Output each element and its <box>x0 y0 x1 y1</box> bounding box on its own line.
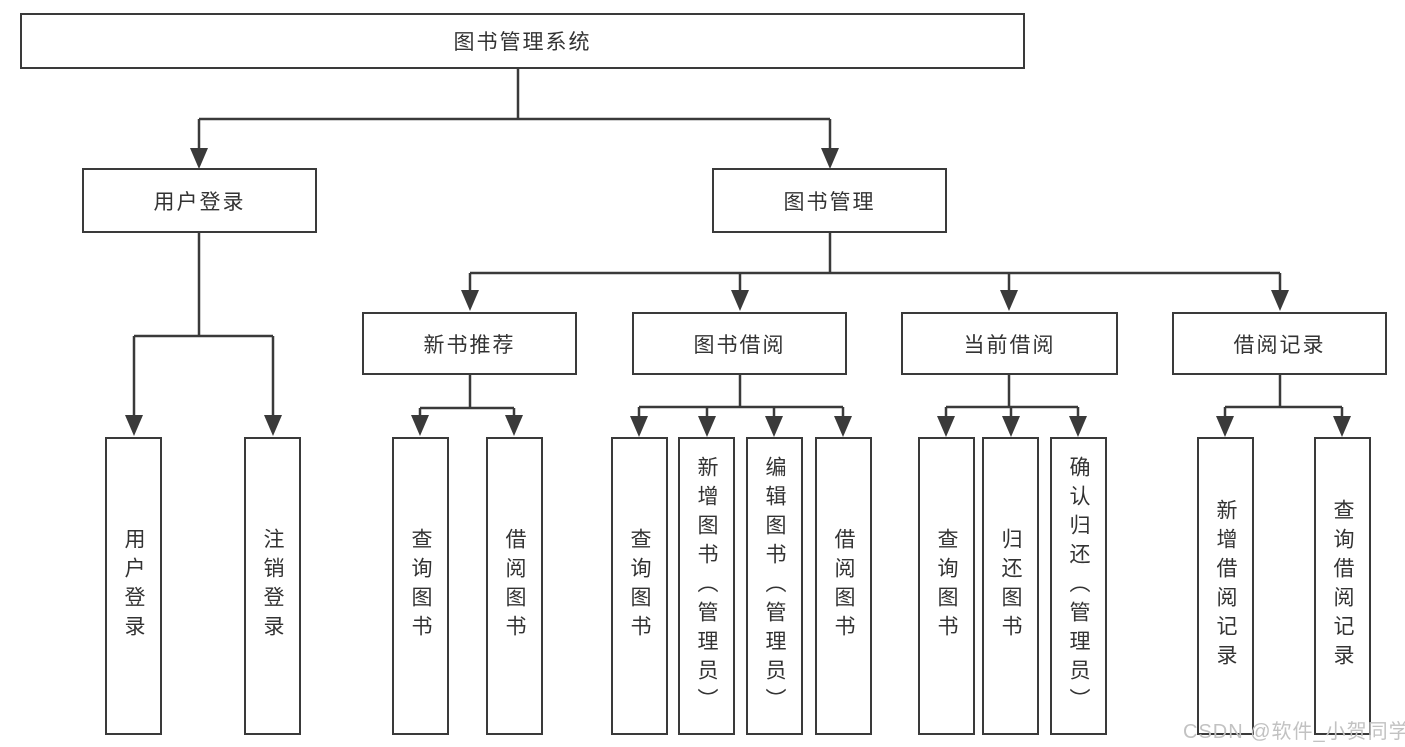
arrowhead <box>125 415 143 436</box>
csdn-watermark: CSDN @软件_小贺同学 <box>1183 721 1405 743</box>
leaf-user-login: 用户登录 <box>105 437 162 735</box>
arrowhead <box>190 148 208 169</box>
leaf-add-borrow-record-label: 新增借阅记录 <box>1214 499 1237 673</box>
arrowhead <box>264 415 282 436</box>
leaf-add-books-admin: 新增图书（管理员） <box>678 437 735 735</box>
leaf-edit-books-admin-label: 编辑图书（管理员） <box>763 455 786 717</box>
arrowhead <box>1333 416 1351 437</box>
leaf-query-borrow-record: 查询借阅记录 <box>1314 437 1371 735</box>
leaf-confirm-return-admin: 确认归还（管理员） <box>1050 437 1107 735</box>
node-book-borrow-label: 图书借阅 <box>693 333 786 357</box>
node-book-management: 图书管理 <box>712 168 947 233</box>
leaf-return-books: 归还图书 <box>982 437 1039 735</box>
connector-root-to-level2 <box>197 69 832 149</box>
leaf-newbook-borrow-books-label: 借阅图书 <box>503 528 526 644</box>
arrowhead <box>821 148 839 169</box>
leaf-borrow-borrow-books: 借阅图书 <box>815 437 872 735</box>
leaf-borrow-query-books: 查询图书 <box>611 437 668 735</box>
leaf-edit-books-admin: 编辑图书（管理员） <box>746 437 803 735</box>
node-current-borrow-label: 当前借阅 <box>963 333 1056 357</box>
node-user-login: 用户登录 <box>82 168 317 233</box>
leaf-current-query-books: 查询图书 <box>918 437 975 735</box>
leaf-return-books-label: 归还图书 <box>999 528 1022 644</box>
arrowhead <box>698 416 716 437</box>
node-book-management-label: 图书管理 <box>783 190 876 214</box>
arrowhead <box>1000 290 1018 311</box>
node-book-borrow: 图书借阅 <box>632 312 847 375</box>
arrowhead <box>411 415 429 436</box>
arrowhead <box>731 290 749 311</box>
leaf-newbook-query-books-label: 查询图书 <box>409 528 432 644</box>
arrowheads <box>125 148 1351 437</box>
connector-currentborrow-to-leaves <box>944 375 1080 419</box>
leaf-user-login-label: 用户登录 <box>122 528 145 644</box>
node-new-book-recommend-label: 新书推荐 <box>423 333 516 357</box>
node-new-book-recommend: 新书推荐 <box>362 312 577 375</box>
leaf-add-borrow-record: 新增借阅记录 <box>1197 437 1254 735</box>
connector-borrowrecord-to-leaves <box>1223 375 1344 419</box>
arrowhead <box>1002 416 1020 437</box>
node-borrow-records-label: 借阅记录 <box>1233 333 1326 357</box>
leaf-borrow-borrow-books-label: 借阅图书 <box>832 528 855 644</box>
arrowhead <box>765 416 783 437</box>
leaf-confirm-return-admin-label: 确认归还（管理员） <box>1067 455 1090 717</box>
leaf-logout: 注销登录 <box>244 437 301 735</box>
node-user-login-label: 用户登录 <box>153 190 246 214</box>
arrowhead <box>505 415 523 436</box>
leaf-current-query-books-label: 查询图书 <box>935 528 958 644</box>
arrowhead <box>461 290 479 311</box>
leaf-add-books-admin-label: 新增图书（管理员） <box>695 455 718 717</box>
node-current-borrow: 当前借阅 <box>901 312 1118 375</box>
arrowhead <box>1069 416 1087 437</box>
node-borrow-records: 借阅记录 <box>1172 312 1387 375</box>
connector-bookmgmt-to-level3 <box>468 233 1282 293</box>
node-root-label: 图书管理系统 <box>453 31 592 54</box>
arrowhead <box>1271 290 1289 311</box>
leaf-borrow-query-books-label: 查询图书 <box>628 528 651 644</box>
node-root: 图书管理系统 <box>20 13 1025 69</box>
leaf-newbook-borrow-books: 借阅图书 <box>486 437 543 735</box>
leaf-newbook-query-books: 查询图书 <box>392 437 449 735</box>
connector-userlogin-to-leaves <box>132 233 275 418</box>
arrowhead <box>630 416 648 437</box>
connector-newbook-to-leaves <box>418 375 516 419</box>
leaf-logout-label: 注销登录 <box>261 528 284 644</box>
arrowhead <box>1216 416 1234 437</box>
leaf-query-borrow-record-label: 查询借阅记录 <box>1331 499 1354 673</box>
arrowhead <box>834 416 852 437</box>
connector-bookborrow-to-leaves <box>637 375 845 419</box>
arrowhead <box>937 416 955 437</box>
